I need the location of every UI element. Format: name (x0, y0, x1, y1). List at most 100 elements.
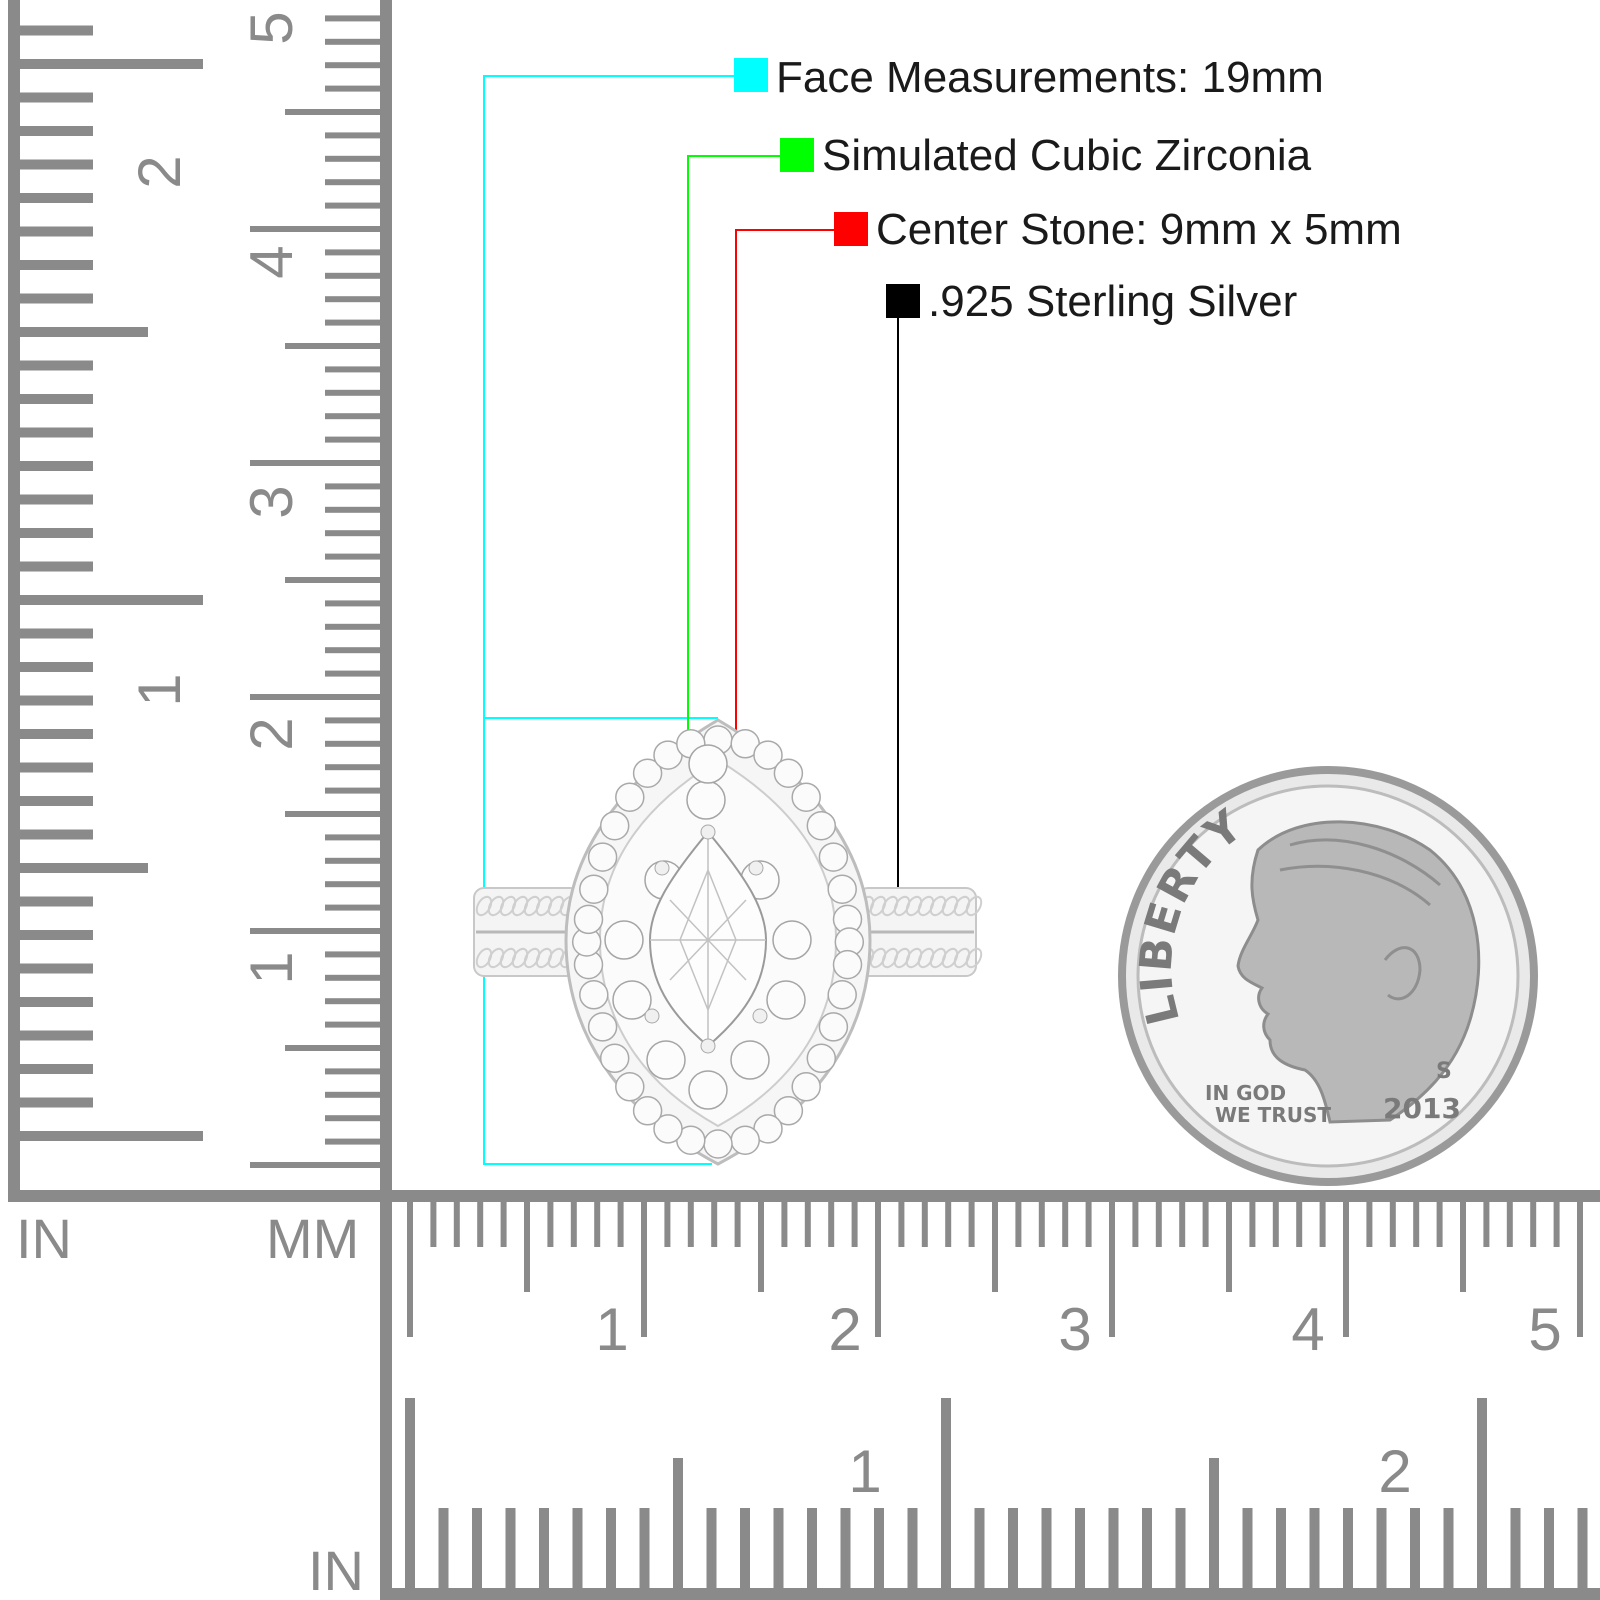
horizontal-mm-tick (1015, 1202, 1022, 1247)
vertical-inch-tick (8, 92, 93, 103)
vertical-mm-tick (325, 951, 380, 958)
dime-motto-line2: WE TRUST (1215, 1103, 1331, 1127)
horizontal-mm-tick (898, 1202, 905, 1247)
halo-stone (579, 980, 609, 1010)
horizontal-inch-tick (1142, 1508, 1152, 1588)
accent-stone (766, 980, 806, 1020)
vertical-inch-ticks (8, 0, 203, 1200)
horizontal-mm-tick (570, 1202, 577, 1247)
horizontal-inch-tick (1209, 1458, 1219, 1588)
face-swatch (734, 58, 768, 92)
horizontal-inch-tick (974, 1508, 985, 1588)
horizontal-mm-ticks (407, 1202, 1583, 1337)
vertical-cm-number-5: 5 (238, 11, 305, 44)
vertical-mm-tick (325, 1091, 380, 1098)
vertical-mm-tick (325, 436, 380, 443)
vertical-mm-tick (285, 1045, 380, 1051)
horizontal-mm-tick (524, 1202, 530, 1292)
vertical-mm-tick (285, 343, 380, 349)
horizontal-mm-tick (617, 1202, 624, 1247)
vertical-inch-tick (8, 528, 93, 538)
halo-stone (653, 1114, 683, 1144)
vertical-mm-tick (325, 179, 380, 186)
horizontal-ruler-top-edge (8, 1190, 1600, 1202)
vertical-mm-tick (325, 249, 380, 256)
vertical-inch-tick (8, 561, 93, 572)
metal-label: .925 Sterling Silver (928, 277, 1297, 326)
horizontal-mm-tick (734, 1202, 741, 1247)
vertical-mm-tick (325, 1021, 380, 1028)
horizontal-in-number-1: 1 (848, 1438, 881, 1505)
vertical-cm-number-1: 1 (238, 951, 305, 984)
horizontal-mm-tick (968, 1202, 975, 1247)
vertical-mm-tick (325, 296, 380, 303)
accent-stone (646, 1040, 686, 1080)
halo-stone (632, 758, 663, 788)
vertical-mm-tick (325, 483, 380, 490)
halo-stone (587, 842, 618, 872)
accent-stone (688, 744, 728, 784)
vertical-mm-tick (285, 577, 380, 583)
horizontal-inch-tick (673, 1458, 683, 1588)
vertical-inch-tick (8, 729, 93, 739)
vertical-inch-tick (8, 494, 93, 505)
vertical-inch-tick (8, 126, 93, 136)
vertical-inch-tick (8, 997, 93, 1007)
vertical-inch-tick (8, 226, 93, 237)
horizontal-in-number-2: 2 (1378, 1438, 1411, 1505)
horizontal-mm-tick (875, 1202, 881, 1337)
halo-stone (632, 1096, 663, 1126)
halo-stone (791, 1072, 821, 1102)
face-callout-line (483, 75, 736, 1165)
halo-stone (791, 782, 821, 812)
horizontal-mm-tick (1460, 1202, 1466, 1292)
horizontal-mm-tick (1366, 1202, 1373, 1247)
horizontal-mm-tick (500, 1202, 507, 1247)
accent-stone (772, 920, 812, 960)
horizontal-mm-tick (1577, 1202, 1583, 1337)
vertical-inch-tick (8, 662, 93, 672)
vertical-inch-tick (8, 829, 93, 840)
horizontal-mm-tick (1296, 1202, 1303, 1247)
horizontal-mm-tick (781, 1202, 788, 1247)
vertical-mm-ticks (250, 15, 380, 1168)
horizontal-mm-tick (1202, 1202, 1209, 1247)
horizontal-inch-tick (438, 1508, 449, 1588)
dime-coin: LIBERTY IN GOD WE TRUST 2013 S (1118, 766, 1538, 1186)
vertical-inch-tick (8, 595, 203, 605)
horizontal-inch-tick (773, 1508, 784, 1588)
metal-swatch (886, 284, 920, 318)
horizontal-inch-tick (941, 1398, 951, 1588)
horizontal-mm-tick (594, 1202, 601, 1247)
vertical-mm-tick (285, 109, 380, 115)
vertical-mm-tick (325, 857, 380, 864)
halo-stone (579, 874, 609, 904)
horizontal-mm-tick (804, 1202, 811, 1247)
stone-type-callout-line (687, 155, 782, 890)
vertical-inch-tick (8, 863, 148, 873)
horizontal-mm-tick (828, 1202, 835, 1247)
horizontal-mm-tick (687, 1202, 694, 1247)
vertical-cm-number-3: 3 (238, 485, 305, 518)
vertical-mm-tick (325, 530, 380, 537)
vertical-mm-tick (325, 389, 380, 396)
horizontal-inch-tick (1108, 1508, 1119, 1588)
face-measurement-label: Face Measurements: 19mm (776, 53, 1324, 102)
horizontal-inch-tick (1041, 1508, 1052, 1588)
horizontal-mm-tick (453, 1202, 460, 1247)
vertical-mm-tick (325, 670, 380, 677)
vertical-inch-tick (8, 930, 93, 940)
vertical-mm-tick (325, 15, 380, 22)
horizontal-cm-number-1: 1 (595, 1296, 628, 1363)
horizontal-inch-tick (807, 1508, 817, 1588)
horizontal-mm-tick (1226, 1202, 1232, 1292)
vertical-inch-tick (8, 628, 93, 639)
horizontal-mm-tick (992, 1202, 998, 1292)
horizontal-cm-number-5: 5 (1528, 1296, 1561, 1363)
vertical-inch-tick (8, 260, 93, 270)
horizontal-inch-tick (472, 1508, 482, 1588)
horizontal-mm-tick (1553, 1202, 1560, 1247)
horizontal-mm-tick (851, 1202, 858, 1247)
vertical-mm-tick (285, 811, 380, 817)
vertical-inch-tick (8, 461, 93, 471)
